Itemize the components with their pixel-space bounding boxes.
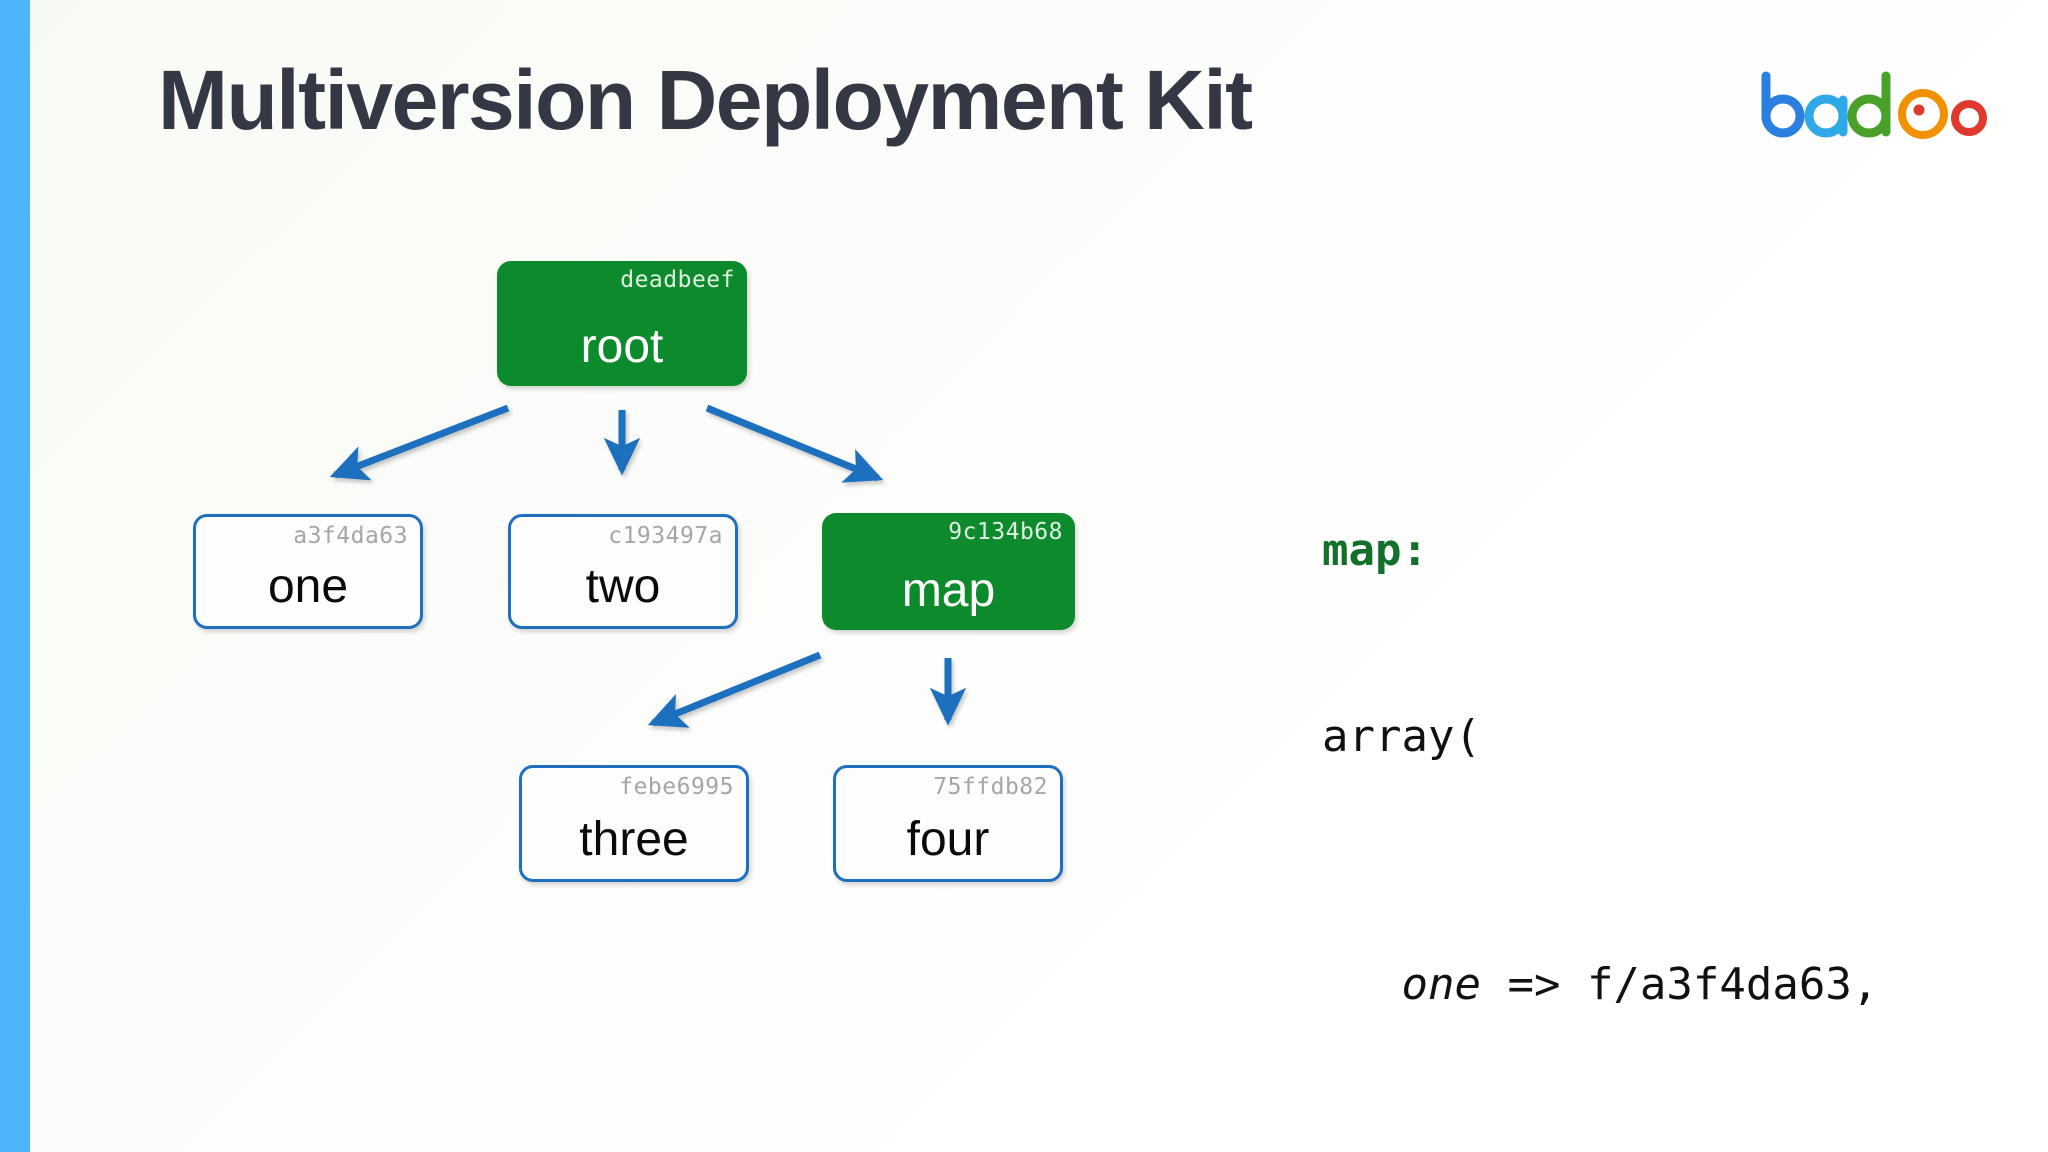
left-accent-stripe [0, 0, 30, 1152]
tree-node-three[interactable]: febe6995 three [519, 765, 749, 882]
node-hash-four: 75ffdb82 [933, 774, 1048, 800]
logo-letter-b-bowl [1761, 94, 1805, 138]
logo-letter-a [1804, 94, 1848, 138]
edge-map-three [647, 651, 822, 728]
tree-node-four[interactable]: 75ffdb82 four [833, 765, 1063, 882]
node-label-map: map [901, 563, 996, 617]
version-tree-diagram: deadbeef root a3f4da63 one c193497a two … [193, 261, 1075, 882]
edge-root-one [329, 404, 510, 481]
page-title: Multiversion Deployment Kit [158, 53, 1253, 147]
edge-root-map [705, 404, 884, 483]
code-value-one: f/a3f4da63, [1586, 959, 1879, 1010]
code-key-one: one [1401, 959, 1481, 1010]
node-label-four: four [906, 812, 990, 866]
node-hash-three: febe6995 [619, 774, 734, 800]
code-heading: map: [1322, 525, 1428, 576]
node-hash-two: c193497a [608, 523, 723, 549]
node-label-one: one [267, 559, 349, 613]
badoo-logo [1761, 71, 1987, 139]
tree-node-map[interactable]: 9c134b68 map [822, 513, 1075, 630]
node-label-two: two [585, 559, 661, 613]
node-hash-map: 9c134b68 [948, 519, 1063, 545]
tree-node-one[interactable]: a3f4da63 one [193, 514, 423, 629]
node-label-three: three [579, 812, 689, 866]
logo-letter-o-orange [1898, 89, 1948, 139]
code-indent-1 [1322, 959, 1401, 1010]
code-listing: map: array( one => f/a3f4da63, two => f/… [1322, 396, 1982, 1152]
logo-letter-o-dot [1913, 104, 1925, 116]
tree-node-root[interactable]: deadbeef root [497, 261, 747, 386]
node-hash-one: a3f4da63 [293, 523, 408, 549]
logo-letter-d [1847, 94, 1891, 138]
code-line-array-open: array( [1322, 711, 1481, 762]
tree-node-two[interactable]: c193497a two [508, 514, 738, 629]
node-label-root: root [580, 319, 664, 373]
logo-letter-o-red [1951, 100, 1987, 136]
code-entry-one: one => f/a3f4da63, [1322, 954, 1982, 1016]
node-hash-root: deadbeef [620, 267, 735, 293]
code-arrow-one: => [1480, 959, 1587, 1010]
